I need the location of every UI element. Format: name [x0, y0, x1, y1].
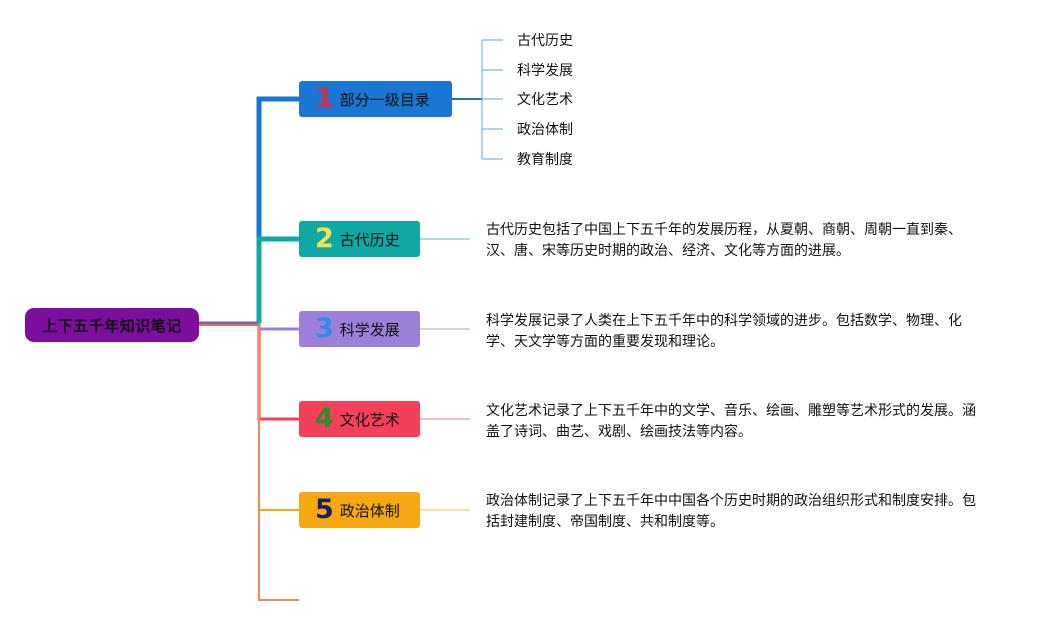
branch-label-4: 文化艺术 — [339, 410, 400, 429]
connector-branch-1 — [256, 96, 299, 323]
description-political-system[interactable]: 政治体制记录了上下五千年中中国各个历史时期的政治组织形式和制度安排。包括封建制度… — [486, 493, 976, 530]
connector-branch-2 — [256, 236, 299, 323]
branch-label-2: 古代历史 — [339, 230, 400, 249]
branch-node-4[interactable]: 4 文化艺术 — [299, 401, 420, 437]
description-science-development[interactable]: 科学发展记录了人类在上下五千年中的科学领域的进步。包括数学、物理、化学、天文学等… — [486, 313, 962, 350]
description-ancient-history[interactable]: 古代历史包括了中国上下五千年的发展历程，从夏朝、商朝、周朝一直到秦、汉、唐、宋等… — [486, 222, 962, 259]
branch-node-2[interactable]: 2 古代历史 — [299, 221, 420, 257]
branch-number-5: 5 — [315, 493, 334, 525]
branch-number-4: 4 — [315, 402, 334, 434]
branch-number-1: 1 — [315, 82, 334, 114]
sub-item[interactable]: 文化艺术 — [517, 92, 573, 108]
connector-branch-6 — [258, 325, 299, 601]
sub-item[interactable]: 政治体制 — [517, 122, 573, 138]
connector-branch-3 — [257, 323, 299, 331]
description-culture-art[interactable]: 文化艺术记录了上下五千年中的文学、音乐、绘画、雕塑等艺术形式的发展。涵盖了诗词、… — [486, 403, 976, 440]
sub-item[interactable]: 古代历史 — [517, 33, 573, 49]
branch-node-5[interactable]: 5 政治体制 — [299, 492, 420, 528]
root-node-label: 上下五千年知识笔记 — [42, 316, 182, 335]
branch-number-2: 2 — [315, 222, 334, 254]
sub-item[interactable]: 教育制度 — [517, 152, 573, 168]
branch-number-3: 3 — [315, 312, 334, 344]
branch-label-5: 政治体制 — [339, 501, 400, 520]
sub-item[interactable]: 科学发展 — [517, 63, 573, 79]
connector-branch-4 — [257, 325, 299, 421]
root-node[interactable]: 上下五千年知识笔记 — [25, 308, 199, 342]
branch-node-1[interactable]: 1 部分一级目录 — [299, 81, 452, 117]
branch-label-1: 部分一级目录 — [339, 90, 430, 109]
branch-node-3[interactable]: 3 科学发展 — [299, 311, 420, 347]
branch-label-3: 科学发展 — [339, 320, 400, 339]
